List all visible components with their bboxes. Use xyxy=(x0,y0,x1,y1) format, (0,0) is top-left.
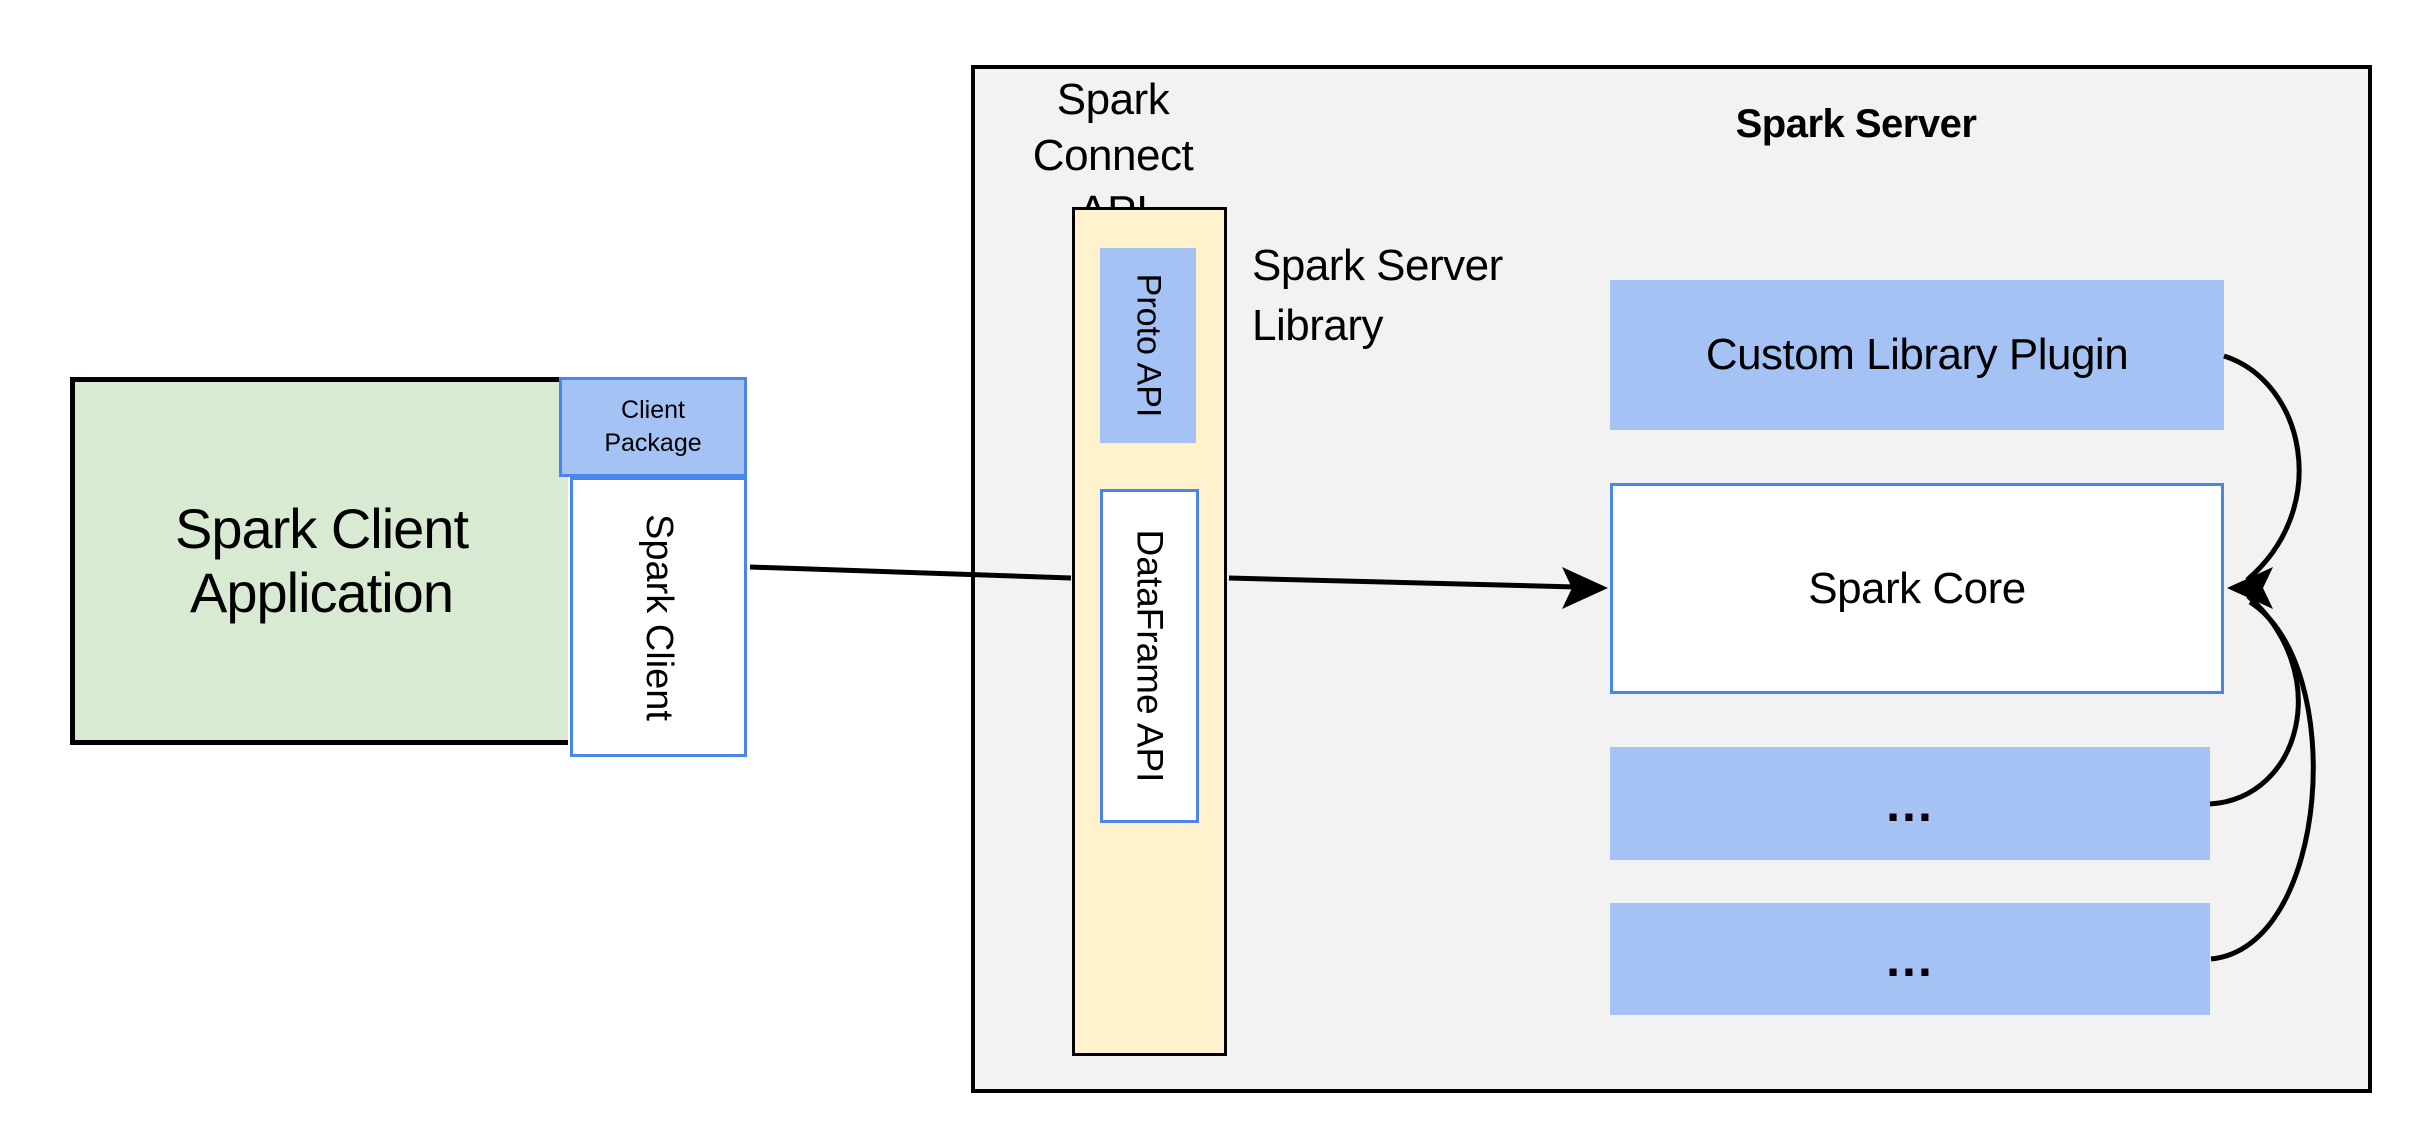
dataframe-api-box: DataFrame API xyxy=(1100,489,1199,823)
more-plugins-label-1: ... xyxy=(1886,775,1934,832)
spark-server-title: Spark Server xyxy=(1735,102,1977,146)
more-plugins-label-2: ... xyxy=(1886,931,1934,987)
custom-library-plugin-label: Custom Library Plugin xyxy=(1705,330,2129,379)
more-plugins-box-1: ... xyxy=(1610,747,2210,860)
proto-api-label: Proto API xyxy=(1129,273,1168,418)
spark-server-library-label: Spark Server Library xyxy=(1252,241,1503,350)
proto-api-box: Proto API xyxy=(1100,248,1196,443)
spark-client-application-box: Spark Client Application xyxy=(70,377,568,745)
dataframe-api-label: DataFrame API xyxy=(1129,529,1171,783)
client-package-label: Client Package xyxy=(604,396,702,457)
client-package-box: Client Package xyxy=(559,377,747,477)
spark-client-box: Spark Client xyxy=(570,477,747,757)
more-plugins-box-2: ... xyxy=(1610,903,2210,1015)
custom-library-plugin-box: Custom Library Plugin xyxy=(1610,280,2224,430)
spark-client-label: Spark Client xyxy=(638,513,681,721)
spark-core-label: Spark Core xyxy=(1808,563,2026,613)
spark-core-box: Spark Core xyxy=(1610,483,2224,694)
spark-client-application-label: Spark Client Application xyxy=(174,497,469,624)
